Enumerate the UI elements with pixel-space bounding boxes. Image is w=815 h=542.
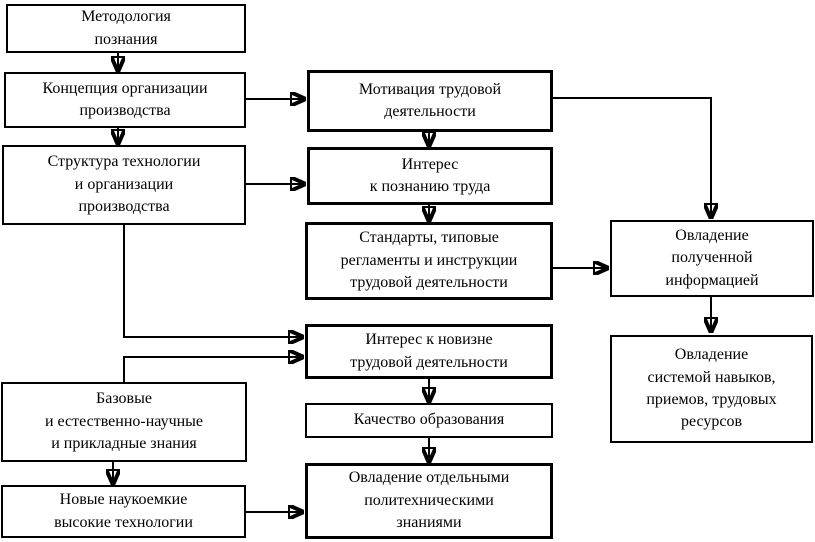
node-skills-mastery: Овладение системой навыков, приемов, тру… <box>610 335 813 443</box>
node-methodology: Методология познания <box>6 4 246 53</box>
node-structure: Структура технологии и организации произ… <box>2 145 246 225</box>
edge-structure-interest-novelty <box>123 224 302 337</box>
node-education-quality: Качество образования <box>305 403 553 438</box>
node-information-mastery: Овладение полученной информацией <box>610 220 814 297</box>
node-interest-cognition: Интерес к познанию труда <box>307 147 553 205</box>
edge-basic-interest-novelty <box>123 357 302 382</box>
node-motivation: Мотивация трудовой деятельности <box>307 70 553 132</box>
node-basic-knowledge: Базовые и естественно-научные и прикладн… <box>1 382 247 462</box>
node-concept: Концепция организации производства <box>4 72 246 128</box>
node-polytechnic: Овладение отдельными политехническими зн… <box>305 463 553 539</box>
node-interest-novelty: Интерес к новизне трудовой деятельности <box>305 324 553 379</box>
node-new-technologies: Новые наукоемкие высокие технологии <box>1 485 246 538</box>
edge-motivation-information <box>553 97 711 217</box>
node-standards: Стандарты, типовые регламенты и инструкц… <box>305 222 553 300</box>
